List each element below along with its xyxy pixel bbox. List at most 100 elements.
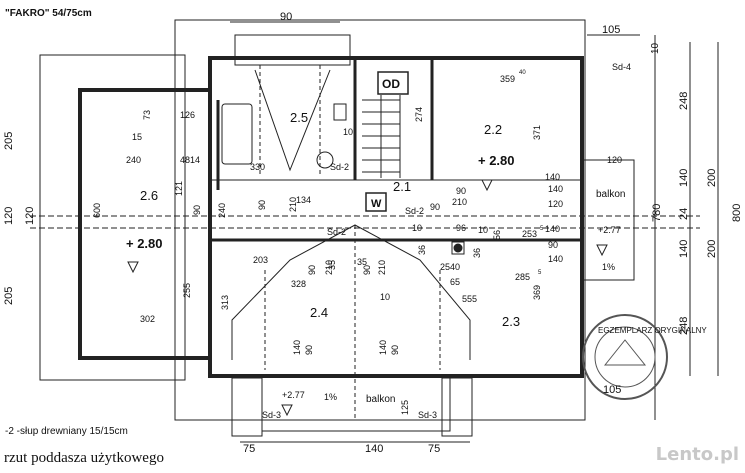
dim-interior: 253 [522,229,537,239]
sd3-label-2: Sd-3 [418,410,437,420]
room-2-6: 2.6 [140,188,158,203]
dim-interior: 274 [414,107,424,122]
w-label: W [371,198,382,210]
dim-interior: 35 [327,260,337,270]
dim-interior: 210 [377,260,387,275]
dim-interior: 56 [492,230,502,240]
staircase [362,95,401,178]
dim-interior: 120 [548,199,563,209]
dim-bottom-75-right: 75 [428,443,440,455]
dim-right-800: 800 [731,204,743,222]
dim-interior: 36 [417,245,427,255]
dim-interior: 90 [362,265,372,275]
balcony-bottom [261,375,451,432]
dim-interior: 328 [291,279,306,289]
dim-interior: 140 [292,340,302,355]
balcony-right [581,159,635,281]
dim-bottom-75-left: 75 [243,443,255,455]
plan-caption: rzut poddasza użytkowego [4,450,164,466]
dim-interior: 285 [515,272,530,282]
dim-left-120-a: 120 [3,207,15,225]
level-right: + 2.80 [478,153,515,168]
roof-outline-left [39,54,186,381]
dim-interior: 90 [430,202,440,212]
dim-interior: 369 [532,285,542,300]
dim-right-200-top: 200 [706,169,718,187]
window-spec-label: "FAKRO" 54/75cm [5,8,92,19]
balcony-bottom-label: balkon [366,394,395,405]
level-left: + 2.80 [126,236,163,251]
room-2-4: 2.4 [310,305,328,320]
dim-interior: 73 [142,110,152,120]
roof-outline-top [174,19,586,421]
dim-interior: 90 [390,345,400,355]
dim-top-105: 105 [602,24,620,36]
toilet [316,151,334,169]
dim-interior: 203 [253,255,268,265]
dim-interior: 210 [288,197,298,212]
level-marker-left [127,261,139,274]
bathtub [221,103,253,165]
sd2-label-3: Sd-2 [327,227,346,237]
dim-left-205-top: 205 [3,132,15,150]
dim-left-120-b: 120 [24,207,36,225]
balcony-post-left [231,377,263,437]
dim-interior: 125 [400,400,410,415]
dim-right-140-bottom: 140 [678,240,690,258]
dim-interior: 90 [307,265,317,275]
dim-interior: 90 [192,205,202,215]
dim-interior: 126 [180,110,195,120]
dormer-top [234,34,351,66]
dim-interior: 140 [548,184,563,194]
watermark-text: Lento.pl [655,444,739,465]
od-label: OD [382,77,400,91]
dim-right-140-top: 140 [678,169,690,187]
dim-interior: 5 [538,270,542,276]
dim-interior: 90 [257,200,267,210]
dim-interior: 65 [450,277,460,287]
stamp-circle [582,314,668,400]
room-2-5: 2.5 [290,110,308,125]
level-marker-right [481,179,493,192]
dim-right-200-bottom: 200 [706,240,718,258]
dim-interior: 15 [132,132,142,142]
slope-bottom: 1% [324,392,337,402]
dim-interior: 555 [462,294,477,304]
dim-interior: 4814 [180,155,200,165]
dim-right-24: 24 [678,208,690,220]
sd2-label-1: Sd-2 [330,162,349,172]
room-2-2: 2.2 [484,122,502,137]
dim-interior: 10 [380,292,390,302]
dim-interior: 140 [378,340,388,355]
watermark: Lento.pl [656,444,739,465]
dim-left-205-bottom: 205 [3,287,15,305]
column-post [453,243,463,253]
level-balcony-bottom: +2.77 [282,390,305,400]
dim-interior: 120 [607,155,622,165]
dim-interior: 600 [92,203,102,218]
dim-interior: 10 [478,225,488,235]
dim-interior: 371 [532,125,542,140]
dim-interior: 90 [456,186,466,196]
room-2-3: 2.3 [502,314,520,329]
dim-interior: 302 [140,314,155,324]
od-box [377,71,409,95]
dim-interior: 140 [545,224,560,234]
dim-top-10: 10 [650,42,661,54]
slope-right: 1% [602,262,615,272]
dim-interior: 255 [182,283,192,298]
sd3-label-1: Sd-3 [262,410,281,420]
dim-interior: 140 [545,172,560,182]
dim-right-248-top: 248 [678,92,690,110]
dim-interior: 140 [548,254,563,264]
dim-interior: 240 [217,203,227,218]
dim-interior: 2540 [440,262,460,272]
dim-top-90: 90 [280,11,292,23]
dim-interior: 90 [304,345,314,355]
w-box [365,192,387,212]
dim-interior: 313 [220,295,230,310]
dim-interior: 96 [456,223,466,233]
dim-interior: 5 [540,226,544,232]
